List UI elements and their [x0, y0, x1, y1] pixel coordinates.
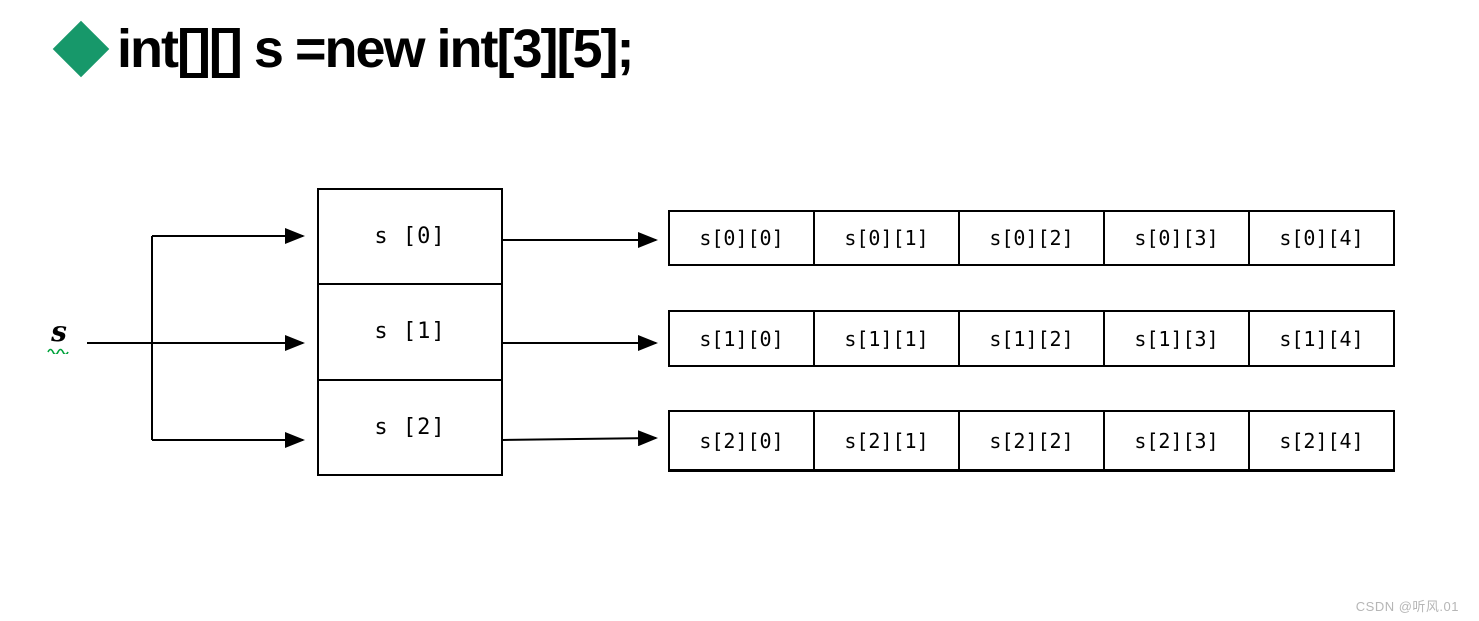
array-cell: s[0][1] — [813, 212, 958, 264]
diamond-bullet-icon — [52, 20, 110, 78]
array-box-0-label: s [0] — [374, 224, 446, 250]
array-cell: s[2][3] — [1103, 412, 1248, 469]
arrow-box2-to-row2 — [502, 430, 658, 447]
array-cell: s[0][2] — [958, 212, 1103, 264]
page-title: int[][] s =new int[3][5]; — [117, 19, 634, 79]
array-box-2-label: s [2] — [374, 414, 446, 440]
title-row: int[][] s =new int[3][5]; — [52, 18, 634, 80]
array-box-2: s [2] — [319, 378, 501, 474]
array-cell: s[2][2] — [958, 412, 1103, 469]
array-cell: s[1][4] — [1248, 312, 1393, 365]
array-cell: s[1][2] — [958, 312, 1103, 365]
array-cell: s[0][4] — [1248, 212, 1393, 264]
array-reference-label-text: s — [51, 315, 67, 348]
array-cell: s[0][3] — [1103, 212, 1248, 264]
array-reference-stack: s [0] s [1] s [2] — [317, 188, 503, 476]
array-box-1: s [1] — [319, 283, 501, 378]
array-row-1: s[1][0] s[1][1] s[1][2] s[1][3] s[1][4] — [668, 310, 1395, 367]
watermark: CSDN @听风.01 — [1355, 599, 1459, 614]
array-cell: s[1][1] — [813, 312, 958, 365]
array-cell: s[2][1] — [813, 412, 958, 469]
array-cell: s[1][3] — [1103, 312, 1248, 365]
squiggle-underline-icon — [47, 348, 69, 354]
array-row-2: s[2][0] s[2][1] s[2][2] s[2][3] s[2][4] — [668, 410, 1395, 472]
array-row-0: s[0][0] s[0][1] s[0][2] s[0][3] s[0][4] — [668, 210, 1395, 266]
array-box-0: s [0] — [319, 190, 501, 283]
array-box-1-label: s [1] — [374, 319, 446, 345]
array-reference-label: s — [47, 318, 71, 354]
array-cell: s[2][4] — [1248, 412, 1393, 469]
array-cell: s[0][0] — [699, 226, 784, 250]
array-cell: s[1][0] — [699, 326, 784, 351]
array-cell: s[2][0] — [699, 428, 784, 453]
